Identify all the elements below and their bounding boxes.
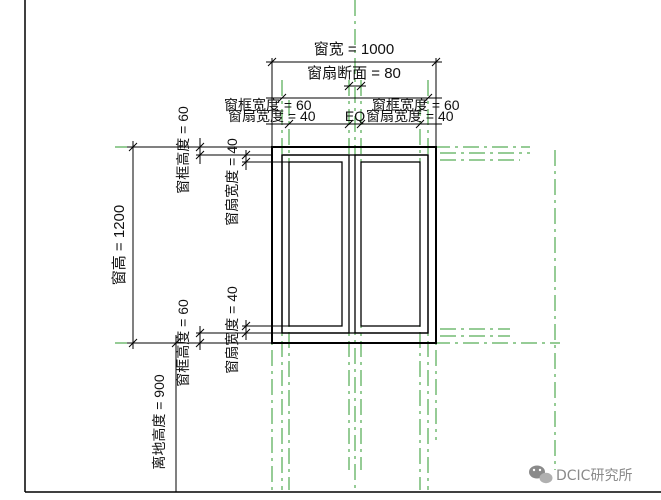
sash-width-bottom-label: 窗扇宽度 = 40: [224, 286, 240, 374]
sash-section-label: 窗扇断面 = 80: [307, 64, 401, 82]
dim-tick: [171, 338, 181, 348]
dim-tick: [344, 81, 354, 91]
sash-width-left-label: 窗扇宽度 = 40: [228, 108, 316, 124]
sash-width-right-label: 窗扇宽度 = 40: [366, 108, 454, 124]
sill-height-label: 离地高度 = 900: [151, 374, 167, 470]
sash-right-glass: [360, 161, 421, 327]
frame-width-left-label: 窗框宽度 = 60: [224, 97, 312, 113]
dim-tick: [267, 57, 277, 67]
frame-height-bottom-label: 窗框高度 = 60: [175, 299, 191, 387]
window-frame: [271, 146, 437, 344]
frame-height-top-label: 窗框高度 = 60: [175, 106, 191, 194]
watermark: DCIC研究所: [529, 465, 632, 484]
frame-outer: [271, 146, 437, 344]
sash-right-outer: [354, 154, 429, 334]
dim-tick: [128, 338, 138, 348]
watermark-text: DCIC研究所: [556, 468, 632, 484]
dim-tick: [356, 119, 366, 129]
sheet-border: [24, 0, 661, 493]
dim-tick: [195, 338, 205, 348]
dim-tick: [356, 81, 366, 91]
sash-width-top-label: 窗扇宽度 = 40: [224, 138, 240, 226]
dim-tick: [431, 57, 441, 67]
wechat-icon: [529, 465, 553, 484]
dim-tick: [128, 142, 138, 152]
dimension-lines: [127, 57, 442, 492]
dim-tick: [415, 119, 425, 129]
sash-left-outer: [281, 154, 350, 334]
sash-left-glass: [288, 161, 343, 327]
dim-tick: [241, 150, 251, 160]
dim-tick: [344, 119, 354, 129]
window-width-label: 窗宽 = 1000: [314, 40, 394, 58]
dim-tick: [277, 93, 287, 103]
dim-tick: [195, 142, 205, 152]
window-height-label: 窗高 = 1200: [110, 205, 128, 285]
dim-tick: [423, 93, 433, 103]
dim-tick: [284, 119, 294, 129]
eq-label: EQ: [345, 108, 365, 124]
frame-width-right-label: 窗框宽度 = 60: [372, 97, 460, 113]
